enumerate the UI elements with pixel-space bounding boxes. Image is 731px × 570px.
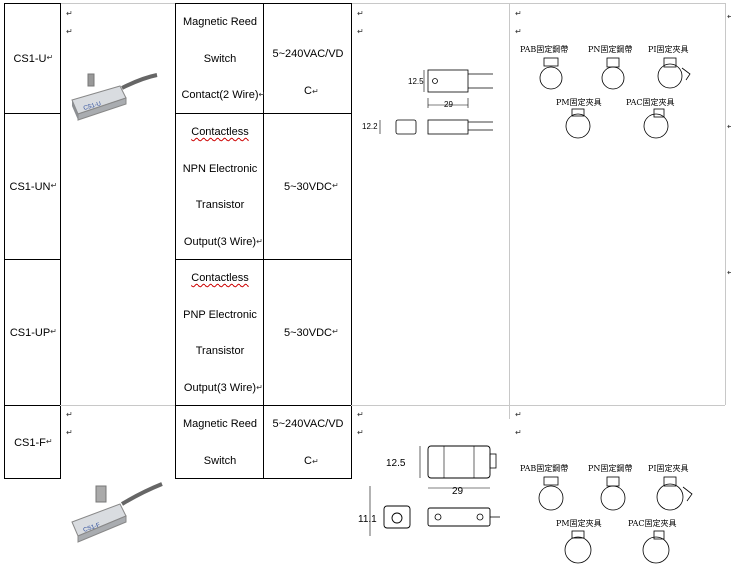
mount-band-icon [600,476,626,511]
svg-text:12.5: 12.5 [408,77,424,86]
model-cs1-un: CS1-UN↵ [9,181,58,193]
paragraph-mark: ↵ [515,410,522,419]
paragraph-mark: ↵ [515,428,522,437]
svg-text:11.1: 11.1 [358,514,377,525]
mount-band-icon [538,476,564,511]
paragraph-mark: ↵ [66,27,73,36]
svg-text:CS1-U: CS1-U [83,101,102,112]
svg-text:CS1-F: CS1-F [83,522,102,534]
svg-text:12.2: 12.2 [362,122,378,131]
dimension-drawing-cs1-f: 12.5 29 11.1 [358,445,500,536]
svg-text:29: 29 [452,486,464,497]
mount-clamp-icon [657,57,691,89]
mount-label: PAB固定鋼帶 [520,45,569,54]
paragraph-mark: ↵ [515,9,522,18]
paragraph-mark: ↵ [727,268,731,277]
svg-text:29: 29 [444,100,453,109]
svg-text:12.5: 12.5 [386,458,406,469]
paragraph-mark: ↵ [66,9,73,18]
mount-label: PN固定鋼帶 [588,45,633,54]
paragraph-mark: ↵ [727,122,731,131]
mount-label: PI固定夾具 [648,464,689,473]
description-cs1-up: Contactless PNP Electronic Transistor Ou… [183,272,263,394]
sensor-photo-cs1-f: CS1-F [71,482,163,543]
mount-label: PN固定鋼帶 [588,464,633,473]
mount-label: PAC固定夾具 [628,519,677,528]
paragraph-mark: ↵ [727,12,731,21]
paragraph-mark: ↵ [357,428,364,437]
mount-label: PM固定夾具 [556,98,602,107]
mount-band-icon [601,57,625,90]
paragraph-mark: ↵ [66,410,73,419]
description-cs1-un: Contactless NPN Electronic Transistor Ou… [182,126,263,248]
mount-clamp-icon [642,530,670,564]
voltage-cs1-up: 5~30VDC↵ [283,327,339,339]
voltage-cs1-un: 5~30VDC↵ [283,181,339,193]
model-cs1-up: CS1-UP↵ [9,327,57,339]
sensor-photo-cs1-u: CS1-U [71,73,158,121]
paragraph-mark: ↵ [66,428,73,437]
voltage-cs1-f: 5~240VAC/VD C↵ [272,418,344,467]
voltage-cs1-u: 5~240VAC/VD C↵ [272,48,344,97]
mount-clamp-icon [643,108,669,139]
paragraph-mark: ↵ [357,27,364,36]
model-cs1-u: CS1-U↵ [13,53,54,65]
mount-clamp-icon [565,108,591,139]
mount-clamp-icon [656,476,693,511]
mount-clamp-icon [564,530,592,564]
mount-band-icon [539,57,563,90]
paragraph-mark: ↵ [357,9,364,18]
mount-label: PI固定夾具 [648,45,689,54]
paragraph-mark: ↵ [357,410,364,419]
model-cs1-f: CS1-F↵ [14,437,53,449]
mount-label: PM固定夾具 [556,519,602,528]
dimension-drawing-cs1-u: 12.5 29 12.2 [362,69,493,135]
mount-label: PAC固定夾具 [626,98,675,107]
mount-label: PAB固定鋼帶 [520,464,569,473]
description-cs1-f: Magnetic Reed Switch [183,418,257,467]
paragraph-mark: ↵ [515,27,522,36]
description-cs1-u: Magnetic Reed Switch Contact(2 Wire)↵ [181,16,266,101]
